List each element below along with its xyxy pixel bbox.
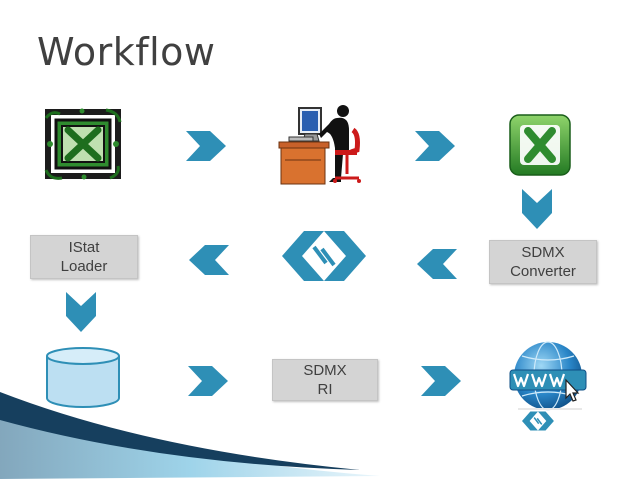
istat-loader-line1: IStat	[68, 239, 100, 256]
sdmx-converter-box: SDMX Converter	[489, 240, 597, 284]
istat-loader-box: IStat Loader	[30, 235, 138, 279]
sdmx-converter-line1: SDMX	[521, 244, 565, 261]
sdmx-converter-line2: Converter	[510, 263, 576, 280]
arrow-right-icon	[415, 131, 455, 161]
sdmx-ri-line1: SDMX	[303, 362, 347, 379]
decorative-swoosh	[0, 392, 380, 479]
arrow-left-icon	[417, 249, 457, 279]
arrow-right-icon	[421, 366, 461, 396]
istat-loader-line2: Loader	[60, 258, 108, 275]
arrow-right-icon	[186, 131, 226, 161]
database-icon	[46, 347, 120, 408]
www-globe-icon	[509, 341, 587, 431]
excel-icon	[509, 114, 571, 176]
arrow-down-icon	[66, 292, 96, 332]
page-title: Workflow	[37, 30, 216, 74]
excel-sketch-icon	[44, 108, 122, 180]
sdmx-ri-line2: RI	[317, 381, 333, 398]
sdmx-ri-box: SDMX RI	[272, 359, 378, 401]
sdmx-logo-icon	[282, 231, 366, 281]
arrow-down-icon	[522, 189, 552, 229]
arrow-left-icon	[189, 245, 229, 275]
arrow-right-icon	[188, 366, 228, 396]
office-worker-icon	[278, 105, 361, 185]
